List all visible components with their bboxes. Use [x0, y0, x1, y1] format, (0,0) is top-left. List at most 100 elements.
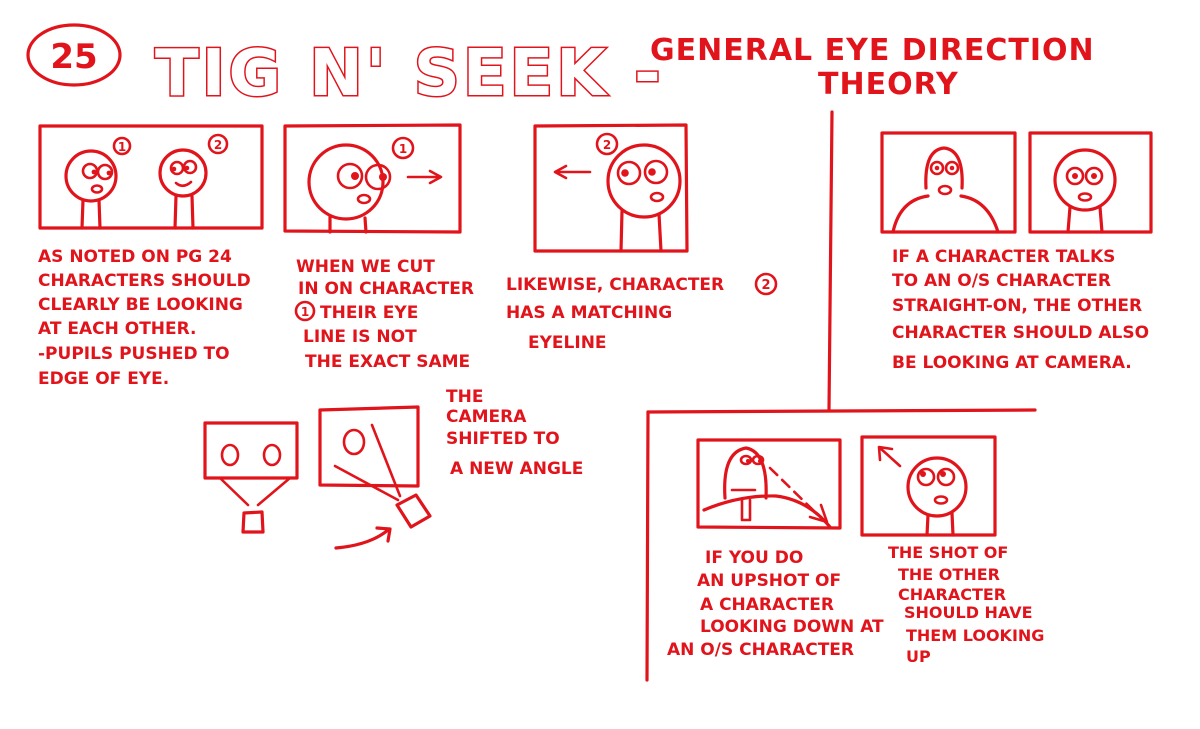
character-1-closeup-figure: [307, 143, 392, 234]
panel-6-right-caption-line: THE SHOT OF: [888, 543, 1008, 562]
panel-4-caption: IF A CHARACTER TALKS TO AN O/S CHARACTER…: [892, 247, 1149, 373]
panel-5b-frame: [318, 405, 420, 488]
panel-5a-right-eye: [262, 443, 282, 467]
panel-6: IF YOU DO AN UPSHOT OF A CHARACTER LOOKI…: [667, 435, 1044, 666]
camera-icon: [241, 510, 265, 534]
panel-6-left-caption-line: AN O/S CHARACTER: [667, 640, 854, 660]
panel-3-marker: 2: [603, 138, 611, 152]
panel-5-caption-line: THE: [446, 387, 483, 407]
section-dividers: [645, 110, 1037, 682]
panel-6-right-caption-line: THE OTHER: [898, 565, 1000, 584]
panel-5: THE CAMERA SHIFTED TO A NEW ANGLE: [203, 387, 583, 550]
page-number: 25: [50, 37, 97, 77]
panel-6-left-caption: IF YOU DO AN UPSHOT OF A CHARACTER LOOKI…: [667, 548, 884, 660]
panel-5-caption-line: SHIFTED TO: [446, 429, 560, 449]
panel-6-left-caption-line: A CHARACTER: [700, 595, 834, 615]
upshot-character-figure: [702, 446, 832, 529]
character-1-figure: [64, 149, 118, 230]
eyeline-arrow-right: [406, 169, 443, 185]
panel-5b-eye: [342, 428, 366, 456]
panel-5-caption-line: A NEW ANGLE: [450, 459, 583, 479]
character-2-figure: [158, 148, 208, 230]
panel-4-caption-line: CHARACTER SHOULD ALSO: [892, 323, 1149, 343]
character-2-marker-circle: [207, 133, 229, 155]
eyeline-arrow-left: [553, 164, 592, 180]
panel-2-marker: 1: [399, 142, 407, 156]
character-2-marker: 2: [214, 138, 222, 152]
page-subtitle-line1: GENERAL EYE DIRECTION: [650, 33, 1095, 68]
panel-5a-frame: [203, 421, 299, 480]
panel-5a-left-eye: [220, 443, 240, 467]
panel-3-caption: LIKEWISE, CHARACTER 2 HAS A MATCHING EYE…: [506, 272, 778, 353]
look-down-arrowhead: [808, 503, 829, 524]
look-down-arrow: [768, 466, 817, 514]
vertical-divider-top: [827, 110, 834, 412]
camera-move-arrow: [334, 526, 392, 550]
straight-on-character-figure: [891, 146, 1000, 234]
panel-5a-camera-sightlines: [218, 476, 292, 507]
panel-5b-camera-sightlines: [333, 423, 402, 502]
panel-4-caption-line: STRAIGHT-ON, THE OTHER: [892, 296, 1142, 316]
panel-3-marker-circle: [595, 132, 619, 156]
panel-6-left-caption-line: AN UPSHOT OF: [697, 571, 841, 591]
panel-3-caption-marker-circle: [754, 272, 778, 296]
panel-4-caption-line: TO AN O/S CHARACTER: [892, 271, 1111, 291]
panel-6-left-caption-line: IF YOU DO: [705, 548, 803, 568]
panel-6a-frame: [696, 438, 842, 530]
panel-4-caption-line: BE LOOKING AT CAMERA.: [892, 353, 1132, 373]
panel-1-caption: AS NOTED ON PG 24 CHARACTERS SHOULD CLEA…: [38, 247, 251, 389]
camera-rotated-icon: [395, 493, 432, 529]
panel-4b-frame: [1028, 131, 1153, 234]
panel-1: 1 2 AS NOTED ON PG 24 CHARACTERS SHOULD …: [38, 124, 264, 389]
character-2-closeup-figure: [606, 143, 682, 253]
panel-1-caption-line: CHARACTERS SHOULD: [38, 271, 251, 291]
page-number-circle: [26, 23, 122, 87]
panel-2: 1 WHEN WE CUT IN ON CHARACTER 1 THEIR EY…: [283, 123, 474, 372]
header: 25 TIG N' SEEK - GENERAL EYE DIRECTION T…: [26, 23, 1095, 113]
panel-1-frame: [38, 124, 264, 230]
panel-4a-frame: [880, 131, 1017, 234]
page-title: TIG N' SEEK -: [155, 37, 664, 111]
panel-2-marker-circle: [391, 136, 415, 160]
looking-up-character-figure: [906, 456, 968, 537]
panel-2-caption: WHEN WE CUT IN ON CHARACTER 1 THEIR EYE …: [294, 257, 474, 372]
panel-1-caption-line: EDGE OF EYE.: [38, 369, 169, 389]
panel-4: IF A CHARACTER TALKS TO AN O/S CHARACTER…: [880, 131, 1153, 373]
horizontal-divider: [646, 408, 1037, 414]
panel-2-caption-line: LINE IS NOT: [303, 327, 417, 347]
panel-1-caption-line: AS NOTED ON PG 24: [38, 247, 232, 267]
panel-6-right-caption-line: SHOULD HAVE: [904, 603, 1033, 622]
panel-2-caption-line: IN ON CHARACTER: [298, 279, 474, 299]
panel-2-caption-line: WHEN WE CUT: [296, 257, 435, 277]
vertical-divider-bottom: [645, 410, 650, 682]
panel-6-right-caption-line: THEM LOOKING: [906, 626, 1044, 645]
panel-3: 2 LIKEWISE, CHARACTER 2 HAS A MATCHING E…: [506, 123, 778, 353]
look-up-arrow: [877, 445, 902, 468]
panel-5-caption-line: CAMERA: [446, 407, 527, 427]
panel-2-caption-line: THE EXACT SAME: [305, 352, 470, 372]
panel-1-caption-line: -PUPILS PUSHED TO: [38, 344, 230, 364]
panel-6-left-caption-line: LOOKING DOWN AT: [700, 617, 884, 637]
panel-3-frame: [533, 123, 689, 253]
panel-1-caption-line: CLEARLY BE LOOKING: [38, 295, 243, 315]
panel-2-frame: [283, 123, 462, 234]
panel-5-caption: THE CAMERA SHIFTED TO A NEW ANGLE: [446, 387, 583, 479]
panel-3-caption-marker: 2: [761, 278, 770, 293]
panel-3-caption-line: HAS A MATCHING: [506, 303, 672, 323]
panel-1-caption-line: AT EACH OTHER.: [38, 319, 197, 339]
panel-4-caption-line: IF A CHARACTER TALKS: [892, 247, 1115, 267]
character-1-marker-circle: [112, 136, 132, 156]
panel-2-caption-marker-circle: [294, 300, 316, 322]
camera-looking-character-figure: [1053, 148, 1117, 234]
panel-6-right-caption-line: CHARACTER: [898, 585, 1006, 604]
panel-3-caption-line: LIKEWISE, CHARACTER: [506, 275, 724, 295]
panel-2-caption-line: THEIR EYE: [320, 303, 418, 323]
panel-6-right-caption-line: UP: [906, 647, 931, 666]
panel-6b-frame: [860, 435, 997, 537]
panel-6-right-caption: THE SHOT OF THE OTHER CHARACTER SHOULD H…: [888, 543, 1044, 666]
character-1-marker: 1: [118, 140, 126, 154]
panel-3-caption-line: EYELINE: [528, 333, 607, 353]
page-subtitle-line2: THEORY: [818, 67, 959, 102]
panel-2-caption-marker: 1: [301, 305, 309, 319]
